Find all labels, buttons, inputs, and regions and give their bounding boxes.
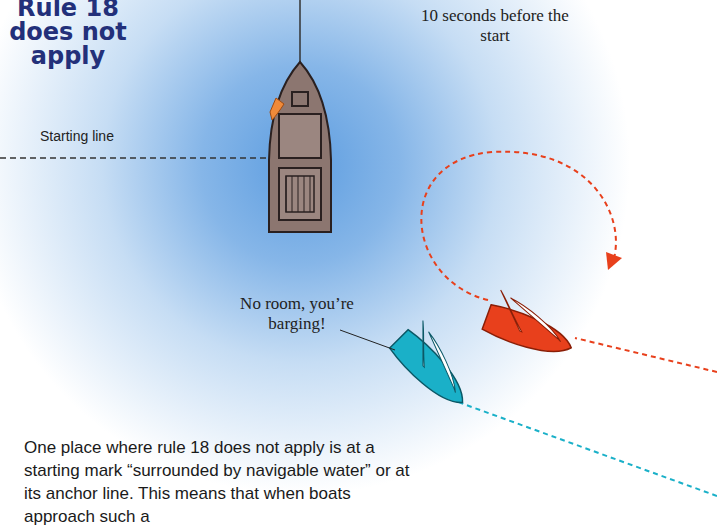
line-label: Starting line — [40, 128, 114, 144]
committee-boat — [269, 0, 331, 232]
hail-callout: No room, you’re barging! — [232, 294, 362, 334]
cyan-track — [458, 402, 717, 496]
leader-line — [340, 330, 395, 350]
cyan-boat — [388, 318, 484, 414]
red-arrowhead — [606, 252, 622, 270]
starting-line — [0, 157, 268, 159]
red-track — [575, 338, 717, 372]
time-note: 10 seconds before the start — [410, 6, 580, 46]
title: Rule 18 does not apply — [4, 0, 132, 68]
caption-text: One place where rule 18 does not apply i… — [24, 436, 424, 528]
red-circle-track — [421, 152, 616, 300]
red-boat — [481, 289, 581, 362]
